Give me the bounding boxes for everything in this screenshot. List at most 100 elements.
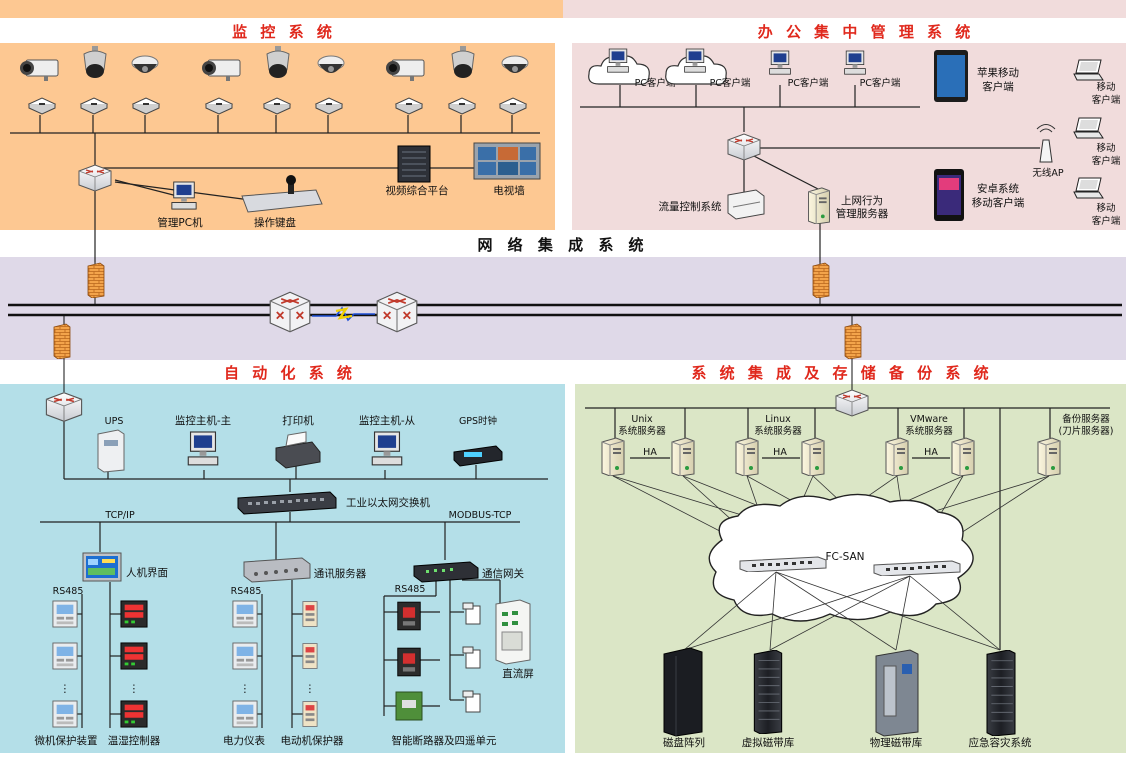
pc-client-label: PC客户端 bbox=[788, 77, 829, 89]
dc-screen: 直流屏 bbox=[495, 599, 534, 680]
temp-controller-icon bbox=[120, 600, 148, 628]
monitoring-host-main: 监控主机-主 bbox=[175, 414, 231, 466]
video-platform: 视频综合平台 bbox=[386, 145, 449, 197]
laptop-icon bbox=[1073, 117, 1104, 139]
ha-label-2: HA bbox=[773, 447, 787, 458]
firewall-icon bbox=[87, 262, 105, 298]
pc-client-1: PC客户端 bbox=[588, 48, 676, 89]
rs485-label-3: RS485 bbox=[395, 584, 426, 595]
ups: UPS bbox=[97, 416, 125, 473]
host-slave-label: 监控主机-从 bbox=[359, 414, 416, 427]
physical-tape-label: 物理磁带库 bbox=[870, 736, 923, 749]
protection-device-icon bbox=[52, 700, 78, 728]
modbus-label: MODBUS-TCP bbox=[449, 510, 512, 521]
behavior-server: 上网行为 管理服务器 bbox=[808, 187, 889, 224]
mobile-client-2: 移动 客户端 bbox=[1073, 117, 1121, 167]
admin-pc-label: 管理PC机 bbox=[157, 216, 203, 229]
pc-icon bbox=[607, 48, 629, 73]
monitoring-switch-icon bbox=[78, 164, 112, 192]
dc-screen-label: 直流屏 bbox=[502, 667, 534, 680]
firewall-icon bbox=[844, 323, 862, 359]
comm-server-icon bbox=[243, 557, 311, 583]
smart-breaker-icon bbox=[397, 601, 421, 631]
mobile-client-1: 移动 客户端 bbox=[1073, 59, 1121, 106]
vmware-server-icon bbox=[951, 437, 975, 476]
unix-label-2: 系统服务器 bbox=[618, 425, 666, 437]
pc-client-label: PC客户端 bbox=[860, 77, 901, 89]
comm-gateway-icon bbox=[413, 561, 479, 583]
printer-icon bbox=[275, 441, 321, 469]
industrial-switch-icon bbox=[237, 491, 337, 515]
wireless-ap-label: 无线AP bbox=[1032, 167, 1063, 179]
san-links-bottom bbox=[683, 571, 1001, 651]
top-strip-left bbox=[0, 0, 563, 18]
fc-san-label: FC-SAN bbox=[825, 551, 864, 563]
network-panel bbox=[0, 257, 1126, 360]
pc-client-4: PC客户端 bbox=[844, 50, 901, 89]
communication-server: 通讯服务器 bbox=[243, 557, 367, 583]
firewall-icon bbox=[53, 323, 71, 359]
backup-server-icon bbox=[1037, 437, 1061, 476]
vmware-label-2: 系统服务器 bbox=[905, 425, 953, 437]
host-main-icon bbox=[187, 431, 219, 466]
linux-label-2: 系统服务器 bbox=[754, 425, 802, 437]
power-meter-label: 电力仪表 bbox=[223, 734, 265, 747]
unix-server-icon bbox=[601, 437, 625, 476]
automation-switch-icon bbox=[45, 391, 83, 423]
video-platform-label: 视频综合平台 bbox=[386, 184, 449, 197]
power-meter-icon bbox=[232, 642, 258, 670]
dots-3: ⋮ bbox=[240, 683, 251, 695]
ups-icon bbox=[97, 429, 125, 473]
dots-4: ⋮ bbox=[305, 683, 316, 695]
ups-label: UPS bbox=[105, 416, 124, 427]
behavior-server-label-2: 管理服务器 bbox=[836, 207, 889, 220]
physical-tape-icon bbox=[875, 649, 919, 737]
mobile-client-label-1: 移动 bbox=[1096, 202, 1115, 214]
automation-title: 自 动 化 系 统 bbox=[224, 364, 356, 382]
breaker-label: 智能断路器及四遥单元 bbox=[392, 734, 497, 747]
disk-array-label: 磁盘阵列 bbox=[663, 736, 705, 749]
server-icon bbox=[808, 187, 830, 224]
firewall-icon bbox=[812, 262, 830, 298]
disk-array: 磁盘阵列 bbox=[663, 647, 705, 749]
behavior-server-label-1: 上网行为 bbox=[841, 194, 883, 207]
mobile-client-label-1: 移动 bbox=[1096, 81, 1115, 93]
mobile-client-label-2: 客户端 bbox=[1092, 94, 1121, 106]
wan-link bbox=[312, 306, 375, 322]
top-strip-right bbox=[563, 0, 1126, 18]
backup-label-2: (刀片服务器) bbox=[1059, 425, 1114, 437]
disaster-recovery-system: 应急容灾系统 bbox=[969, 650, 1032, 749]
comm-gateway-label: 通信网关 bbox=[482, 567, 524, 580]
traffic-control-system: 流量控制系统 bbox=[659, 189, 765, 220]
temp-controller-icon bbox=[120, 642, 148, 670]
power-meter-icon bbox=[232, 700, 258, 728]
mobile-client-label-1: 移动 bbox=[1096, 142, 1115, 154]
network-title: 网 络 集 成 系 统 bbox=[477, 236, 648, 254]
host-slave-icon bbox=[371, 431, 403, 466]
rs485-label-2: RS485 bbox=[231, 586, 262, 597]
hmi-icon bbox=[82, 552, 122, 582]
mobile-client-3: 移动 客户端 bbox=[1073, 177, 1121, 227]
linux-label-1: Linux bbox=[765, 414, 791, 425]
tv-wall-label: 电视墙 bbox=[493, 184, 525, 197]
keyboard-label: 操作键盘 bbox=[254, 216, 296, 229]
admin-pc-icon bbox=[171, 181, 197, 210]
virtual-tape-label: 虚拟磁带库 bbox=[742, 736, 795, 749]
smart-breaker-icon bbox=[397, 647, 421, 677]
pc-client-label: PC客户端 bbox=[710, 77, 751, 89]
rs485-label-1: RS485 bbox=[53, 586, 84, 597]
four-remote-unit-icon bbox=[462, 690, 481, 713]
gps-clock-label: GPS时钟 bbox=[459, 415, 497, 427]
office-title: 办 公 集 中 管 理 系 统 bbox=[758, 23, 975, 41]
communication-gateway: 通信网关 bbox=[413, 561, 524, 583]
vmware-server-icon bbox=[885, 437, 909, 476]
linux-server-icon bbox=[735, 437, 759, 476]
motor-protector-icon bbox=[302, 701, 318, 727]
industrial-switch-label: 工业以太网交换机 bbox=[346, 496, 430, 509]
android-mobile-client: 安卓系统 移动客户端 bbox=[934, 169, 1025, 221]
android-client-label-1: 安卓系统 bbox=[977, 182, 1019, 195]
pc-icon bbox=[769, 50, 791, 75]
pc-icon bbox=[844, 50, 866, 75]
laptop-icon bbox=[1073, 59, 1104, 81]
